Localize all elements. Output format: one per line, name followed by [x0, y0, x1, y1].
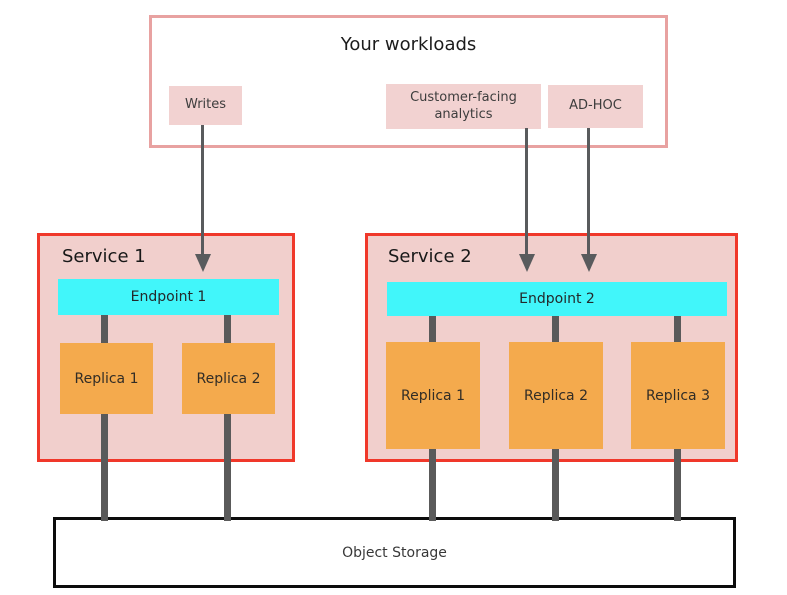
service2-replica1-box: Replica 1: [386, 342, 480, 449]
service2-replica3-box: Replica 3: [631, 342, 725, 449]
service1-replica1-box: Replica 1: [60, 343, 153, 414]
your-workloads-title: Your workloads: [340, 34, 477, 55]
arrow-adhoc-to-endpoint2-head: [581, 254, 597, 272]
service2-replica3-label: Replica 3: [645, 387, 710, 404]
service1-endpoint-label: Endpoint 1: [130, 289, 207, 305]
workload-adhoc-label: AD-HOC: [569, 98, 622, 114]
service2-endpoint-bar: Endpoint 2: [387, 282, 727, 316]
service1-replica1-label: Replica 1: [74, 370, 139, 387]
arrow-analytics-to-endpoint2-head: [519, 254, 535, 272]
service2-replica1-label: Replica 1: [400, 387, 465, 404]
arrow-writes-to-endpoint1-head: [195, 254, 211, 272]
object-storage-box: Object Storage: [53, 517, 736, 588]
object-storage-label: Object Storage: [342, 544, 447, 561]
service1-title: Service 1: [62, 246, 146, 267]
service2-title: Service 2: [388, 246, 472, 267]
workload-writes-box: Writes: [169, 86, 242, 125]
service1-endpoint-bar: Endpoint 1: [58, 279, 279, 315]
arrow-writes-to-endpoint1-shaft: [201, 125, 204, 255]
service2-replica2-label: Replica 2: [523, 387, 588, 404]
service1-replica2-label: Replica 2: [196, 370, 261, 387]
service2-endpoint-label: Endpoint 2: [519, 291, 595, 307]
connector-service1-replica1-to-storage: [101, 313, 108, 521]
arrow-analytics-to-endpoint2-shaft: [525, 128, 528, 255]
service2-replica2-box: Replica 2: [509, 342, 603, 449]
workload-writes-label: Writes: [184, 97, 227, 113]
workload-adhoc-box: AD-HOC: [548, 85, 643, 128]
workload-customer-facing-analytics-label: Customer-facing analytics: [410, 89, 517, 122]
workload-customer-facing-analytics-box: Customer-facing analytics: [386, 84, 541, 129]
service1-replica2-box: Replica 2: [182, 343, 275, 414]
arrow-adhoc-to-endpoint2-shaft: [587, 128, 590, 255]
connector-service1-replica2-to-storage: [224, 313, 231, 521]
